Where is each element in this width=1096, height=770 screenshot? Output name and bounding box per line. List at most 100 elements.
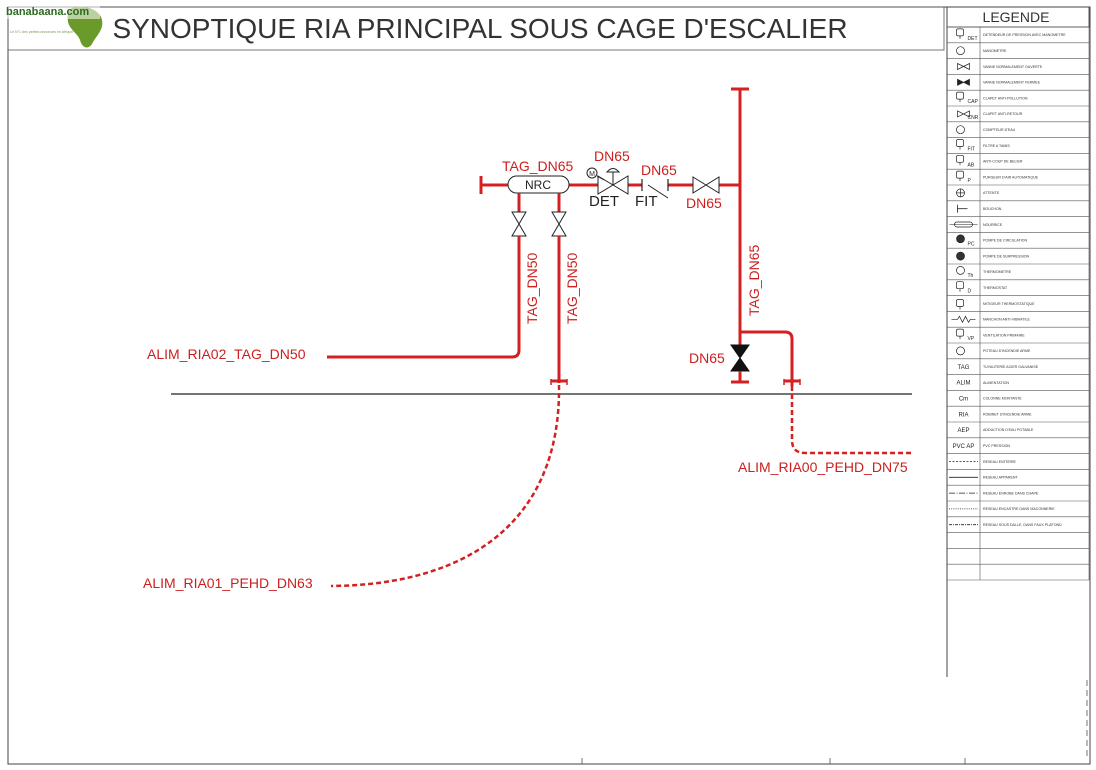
legend-item: ATTENTE [956, 188, 1000, 198]
legend-item-label: COMPTEUR D'EAU [983, 128, 1016, 132]
legend-item-abbr: Cm [959, 397, 968, 403]
legend-item-abbr: CNR [968, 115, 979, 121]
legend-item-label: COLONNE MONTANTE [983, 397, 1022, 401]
valve-open-icon [692, 176, 720, 194]
legend-item: RESEAU APPARENT [949, 476, 1018, 480]
plug-icon [957, 204, 968, 213]
legend-item-abbr: PC [968, 241, 975, 247]
legend-item-label: RESEAU ENROBE DANS CHAPE [983, 491, 1039, 495]
legend-item: PVC AP PVC PRESSION [953, 444, 1011, 450]
logo-tagline: Le N°1 des petites annonces en Afrique [10, 30, 73, 34]
valve-open-icon [511, 211, 527, 237]
legend-item-abbr: FIT [968, 147, 976, 153]
label-dn65-lower: DN65 [689, 350, 725, 366]
legend-item: VANNE NORMALEMENT FERMEE [957, 78, 1041, 86]
legend-item-abbr: AEP [957, 428, 969, 434]
legend-item-abbr: VP [968, 336, 975, 342]
legend-item-label: RESEAU ENCASTRE DANS MACONNERIE [983, 507, 1055, 511]
legend-item: Cm COLONNE MONTANTE [959, 397, 1022, 403]
legend-item-label: MANOMETRE [983, 49, 1007, 53]
valve-open-icon [957, 62, 970, 71]
gauge-icon [956, 46, 965, 56]
page-title: SYNOPTIQUE RIA PRINCIPAL SOUS CAGE D'ESC… [112, 13, 847, 44]
legend-item: Th THERMOMETRE [956, 266, 1012, 279]
valve-closed-icon [957, 78, 970, 86]
manifold-icon [949, 221, 978, 228]
legend-item: BOUCHON [957, 204, 1002, 213]
frame-ticks [581, 680, 1088, 764]
label-tag-dn50-b: TAG_DN50 [564, 252, 580, 324]
mixer-icon [956, 299, 964, 310]
legend-item: RESEAU ENCASTRE DANS MACONNERIE [949, 507, 1055, 511]
diagram-labels: TAG_DN65 DN65 DET DN65 FIT DN65 TAG_DN50… [143, 148, 908, 591]
pipe-alim-ria01-buried [330, 384, 561, 588]
legend-item: COMPTEUR D'EAU [956, 125, 1016, 135]
nrc-manifold-icon [507, 175, 570, 194]
legend-item-abbr: PVC AP [953, 444, 975, 450]
site-logo: banabaana.com Le N°1 des petites annonce… [4, 5, 103, 48]
cap-icon [956, 188, 965, 198]
legend-item-label: DETENDEUR DE PRESSION AVEC MANOMETRE [983, 33, 1066, 37]
legend-item-label: POMPE DE SURPRESSION [983, 254, 1030, 258]
legend-item: AEP ADDUCTION D'EAU POTABLE [957, 428, 1033, 434]
fire-hydrant-icon [956, 346, 965, 356]
label-tag-dn50-a: TAG_DN50 [524, 252, 540, 324]
legend-item: CAP CLAPET ANTI-POLLUTION [956, 91, 1028, 105]
legend-item-abbr: Th [968, 273, 974, 279]
legend-item: MANOMETRE [956, 46, 1007, 56]
legend-item: FIT FILTRE A TAMIS [956, 139, 1010, 153]
legend-item-label: THERMOSTAT [983, 286, 1008, 290]
pipe-network: NRC M [327, 87, 912, 588]
legend-item-label: RESEAU ENTERRE [983, 460, 1017, 464]
legend-item: RIA ROBINET D'INCENDIE ARME [958, 412, 1032, 418]
booster-pump-icon [956, 251, 965, 261]
label-tag-dn65-top: TAG_DN65 [502, 158, 574, 174]
legend-item-label: PURGEUR D'AIR AUTOMATIQUE [983, 175, 1039, 179]
legend-item-label: RESEAU SOUS DALLE, DANS FAUX PLAFOND [983, 523, 1062, 527]
legend-item-label: MANCHON ANTI-VIBRATILE [983, 318, 1030, 322]
water-hammer-icon [956, 154, 964, 166]
legend-item-label: BOUCHON [983, 207, 1002, 211]
pressure-reducer-icon [956, 28, 964, 39]
legend-item: POMPE DE SURPRESSION [956, 251, 1030, 261]
legend-item-label: NOURRICE [983, 223, 1003, 227]
thermostat-icon [956, 281, 964, 292]
legend-item-abbr: RIA [958, 412, 968, 418]
legend-item-label: POTEAU D'INCENDIE ARME [983, 349, 1031, 353]
legend-item-label: PVC PRESSION [983, 444, 1010, 448]
legend-item-label: VANNE NORMALEMENT OUVERTE [983, 65, 1043, 69]
nrc-label: NRC [525, 178, 551, 192]
thermometer-icon [956, 266, 965, 275]
legend-item: MITIGEUR THERMOSTATIQUE [956, 299, 1035, 310]
label-dn65-fit: DN65 [641, 162, 677, 178]
legend-item-label: ROBINET D'INCENDIE ARME [983, 412, 1032, 416]
legend-item: MANCHON ANTI-VIBRATILE [951, 315, 1030, 324]
label-alim-ria01: ALIM_RIA01_PEHD_DN63 [143, 575, 313, 591]
legend-item-label: FILTRE A TAMIS [983, 144, 1010, 148]
legend-item-label: CLAPET ANTI-POLLUTION [983, 96, 1028, 100]
valve-closed-icon [730, 344, 750, 372]
label-dn65-det: DN65 [594, 148, 630, 164]
legend-item-label: ALIMENTATION [983, 381, 1009, 385]
vent-icon [956, 328, 964, 340]
strainer-icon [647, 184, 669, 199]
legend-item-label: VENTILATION PRIMAIRE [983, 333, 1025, 337]
legend-item-label: TUYAUTERIE ACIER GALVANISE [983, 365, 1039, 369]
legend-item-label: ADDUCTION D'EAU POTABLE [983, 428, 1034, 432]
legend-item: VP VENTILATION PRIMAIRE [956, 328, 1025, 342]
air-vent-icon [956, 170, 964, 182]
legend-item-abbr: AB [968, 162, 975, 168]
motor-label: M [589, 171, 595, 178]
legend-item-abbr: CAP [968, 99, 979, 105]
label-tag-dn65-vertical: TAG_DN65 [746, 244, 762, 316]
check-valve-icon [957, 110, 970, 118]
legend-item-label: THERMOMETRE [983, 270, 1012, 274]
legend-item: RESEAU SOUS DALLE, DANS FAUX PLAFOND [949, 523, 1062, 527]
